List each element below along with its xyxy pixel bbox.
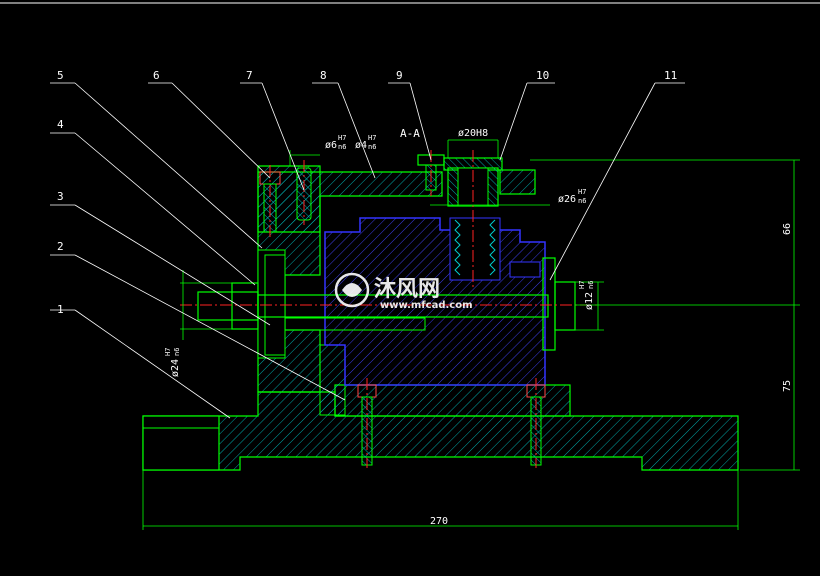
dim-6: ø6 [325, 140, 337, 151]
section-label: A-A [400, 127, 420, 140]
dimension-lines [142, 139, 800, 530]
dim-6-group: ø6 H7 n6 [325, 134, 346, 151]
dim-24-tol-bot: n6 [173, 348, 181, 356]
dim-26-tol-bot: n6 [578, 197, 586, 205]
label-part-9: 9 [396, 69, 403, 82]
base-plate [142, 391, 739, 471]
dim-26: ø26 [558, 194, 576, 205]
watermark-brand: 沐风网 [374, 277, 440, 302]
label-part-6: 6 [153, 69, 160, 82]
long-bolt [197, 257, 576, 351]
dim-12: ø12 [584, 292, 595, 310]
label-part-11: 11 [664, 69, 677, 82]
label-part-7: 7 [246, 69, 253, 82]
dim-12-tol-top: H7 [578, 281, 586, 289]
dim-24: ø24 [170, 359, 181, 377]
dim-4-group: ø4 H7 n6 [355, 134, 376, 151]
dim-26-tol-top: H7 [578, 188, 586, 196]
label-part-2: 2 [57, 240, 64, 253]
dim-6-tol-top: H7 [338, 134, 346, 142]
leader-lines [50, 82, 685, 419]
label-part-8: 8 [320, 69, 327, 82]
dim-26-group: ø26 H7 n6 [558, 188, 586, 205]
dim-12-tol-bot: n6 [587, 281, 595, 289]
watermark-logo-swirl [342, 283, 362, 297]
dim-4-tol-bot: n6 [368, 143, 376, 151]
dim-4: ø4 [355, 140, 367, 151]
dim-6-tol-bot: n6 [338, 143, 346, 151]
label-part-1: 1 [57, 303, 64, 316]
label-part-3: 3 [57, 190, 64, 203]
dim-height-lower: 75 [782, 380, 793, 392]
dim-24-tol-top: H7 [164, 348, 172, 356]
label-part-4: 4 [57, 118, 64, 131]
center-lines [180, 150, 600, 468]
workpiece-blue [324, 217, 546, 386]
watermark-logo-icon [334, 272, 370, 308]
dim-4-tol-top: H7 [368, 134, 376, 142]
dim-height-upper: 66 [782, 223, 793, 235]
dim-24-group: ø24 H7 n6 [164, 348, 181, 377]
dim-overall-width: 270 [430, 516, 448, 527]
watermark: 沐风网 www.mfcad.com [334, 272, 473, 311]
watermark-url: www.mfcad.com [380, 300, 473, 311]
label-part-10: 10 [536, 69, 549, 82]
label-part-5: 5 [57, 69, 64, 82]
dim-bore-20: ø20H8 [458, 128, 488, 139]
dim-12-group: ø12 H7 n6 [578, 281, 595, 310]
